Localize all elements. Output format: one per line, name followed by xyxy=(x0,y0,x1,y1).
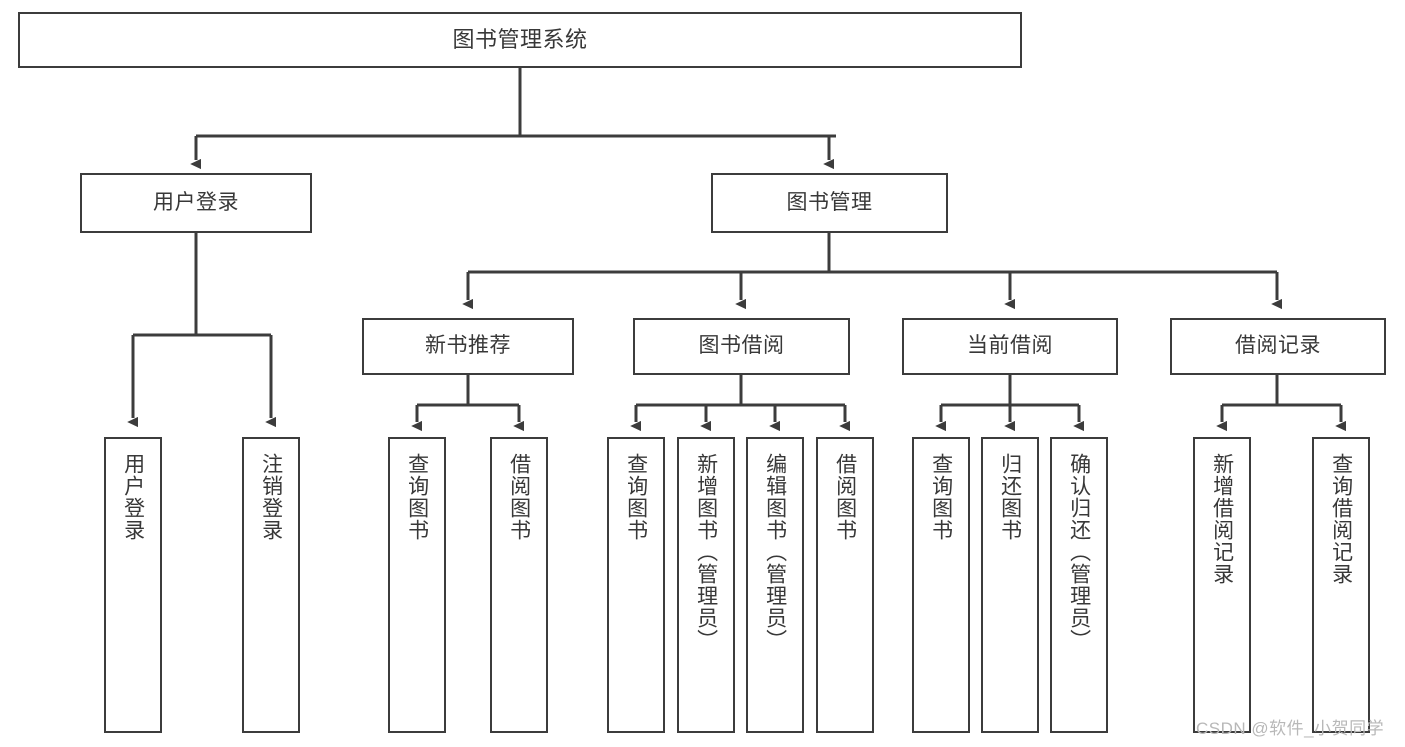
leaf-return-book-label: 归还图书 xyxy=(998,453,1022,541)
leaf-add-record[interactable]: 新增借阅记录 xyxy=(1193,437,1251,733)
leaf-confirm-return[interactable]: 确认归还（管理员） xyxy=(1050,437,1108,733)
node-book-borrow-label: 图书借阅 xyxy=(698,334,785,358)
leaf-query-book-1-label: 查询图书 xyxy=(405,453,429,541)
node-borrow-record-label: 借阅记录 xyxy=(1235,334,1321,358)
leaf-query-book-3-label: 查询图书 xyxy=(929,453,953,541)
leaf-query-book-1[interactable]: 查询图书 xyxy=(388,437,446,733)
node-user-login-label: 用户登录 xyxy=(153,190,239,214)
node-user-login[interactable]: 用户登录 xyxy=(80,173,312,233)
leaf-add-record-label: 新增借阅记录 xyxy=(1210,453,1234,585)
leaf-edit-book[interactable]: 编辑图书（管理员） xyxy=(746,437,804,733)
node-borrow-record[interactable]: 借阅记录 xyxy=(1170,318,1386,375)
leaf-query-book-3[interactable]: 查询图书 xyxy=(912,437,970,733)
node-current-borrow-label: 当前借阅 xyxy=(967,334,1053,358)
csdn-watermark: CSDN @软件_小贺同学 xyxy=(1196,719,1385,738)
leaf-query-record-label: 查询借阅记录 xyxy=(1329,453,1353,585)
leaf-add-book[interactable]: 新增图书（管理员） xyxy=(677,437,735,733)
leaf-return-book[interactable]: 归还图书 xyxy=(981,437,1039,733)
leaf-borrow-book-2-label: 借阅图书 xyxy=(833,453,857,541)
leaf-query-book-2[interactable]: 查询图书 xyxy=(607,437,665,733)
node-root-label: 图书管理系统 xyxy=(452,27,588,53)
node-new-book-rec[interactable]: 新书推荐 xyxy=(362,318,574,375)
leaf-logout-label: 注销登录 xyxy=(259,453,283,541)
leaf-user-login-label: 用户登录 xyxy=(121,453,145,541)
leaf-confirm-return-label: 确认归还（管理员） xyxy=(1067,453,1091,651)
leaf-borrow-book-2[interactable]: 借阅图书 xyxy=(816,437,874,733)
node-new-book-rec-label: 新书推荐 xyxy=(425,334,511,358)
leaf-query-book-2-label: 查询图书 xyxy=(624,453,648,541)
leaf-edit-book-label: 编辑图书（管理员） xyxy=(763,453,787,651)
leaf-borrow-book-1[interactable]: 借阅图书 xyxy=(490,437,548,733)
node-book-manage[interactable]: 图书管理 xyxy=(711,173,948,233)
leaf-borrow-book-1-label: 借阅图书 xyxy=(507,453,531,541)
node-current-borrow[interactable]: 当前借阅 xyxy=(902,318,1118,375)
node-book-borrow[interactable]: 图书借阅 xyxy=(633,318,850,375)
leaf-query-record[interactable]: 查询借阅记录 xyxy=(1312,437,1370,733)
node-book-manage-label: 图书管理 xyxy=(786,190,873,214)
leaf-add-book-label: 新增图书（管理员） xyxy=(694,453,718,651)
leaf-logout[interactable]: 注销登录 xyxy=(242,437,300,733)
node-root[interactable]: 图书管理系统 xyxy=(18,12,1022,68)
leaf-user-login[interactable]: 用户登录 xyxy=(104,437,162,733)
